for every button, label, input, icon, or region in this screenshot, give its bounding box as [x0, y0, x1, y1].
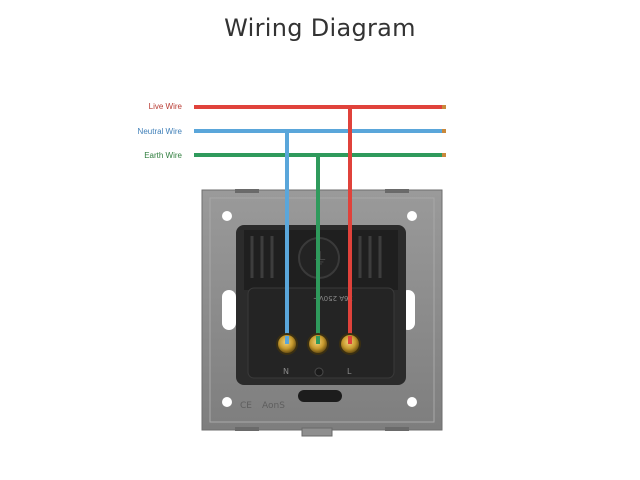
bottom-slot — [298, 390, 342, 402]
mounting-hole — [407, 211, 417, 221]
mounting-hole — [407, 397, 417, 407]
rating-label: 16A 250V~ — [313, 294, 353, 302]
socket-body: ⏚ 16A 250V~ N L — [236, 225, 406, 385]
mounting-hole — [222, 397, 232, 407]
drop-wires — [285, 107, 352, 342]
earth-symbol: ⏚ — [312, 249, 328, 268]
brand-mark: AonS — [262, 401, 285, 411]
supply-wires — [194, 105, 446, 157]
ce-mark: CE — [240, 401, 252, 411]
live-wire-label: Live Wire — [148, 102, 182, 111]
earth-wire-label: Earth Wire — [144, 151, 182, 160]
mounting-hole — [222, 211, 232, 221]
terminal-n-label: N — [283, 367, 289, 376]
neutral-wire-label: Neutral Wire — [137, 127, 182, 136]
terminals — [276, 333, 361, 355]
terminal-l-label: L — [347, 367, 352, 376]
side-slot — [222, 290, 236, 330]
diagram-title: Wiring Diagram — [224, 14, 416, 42]
